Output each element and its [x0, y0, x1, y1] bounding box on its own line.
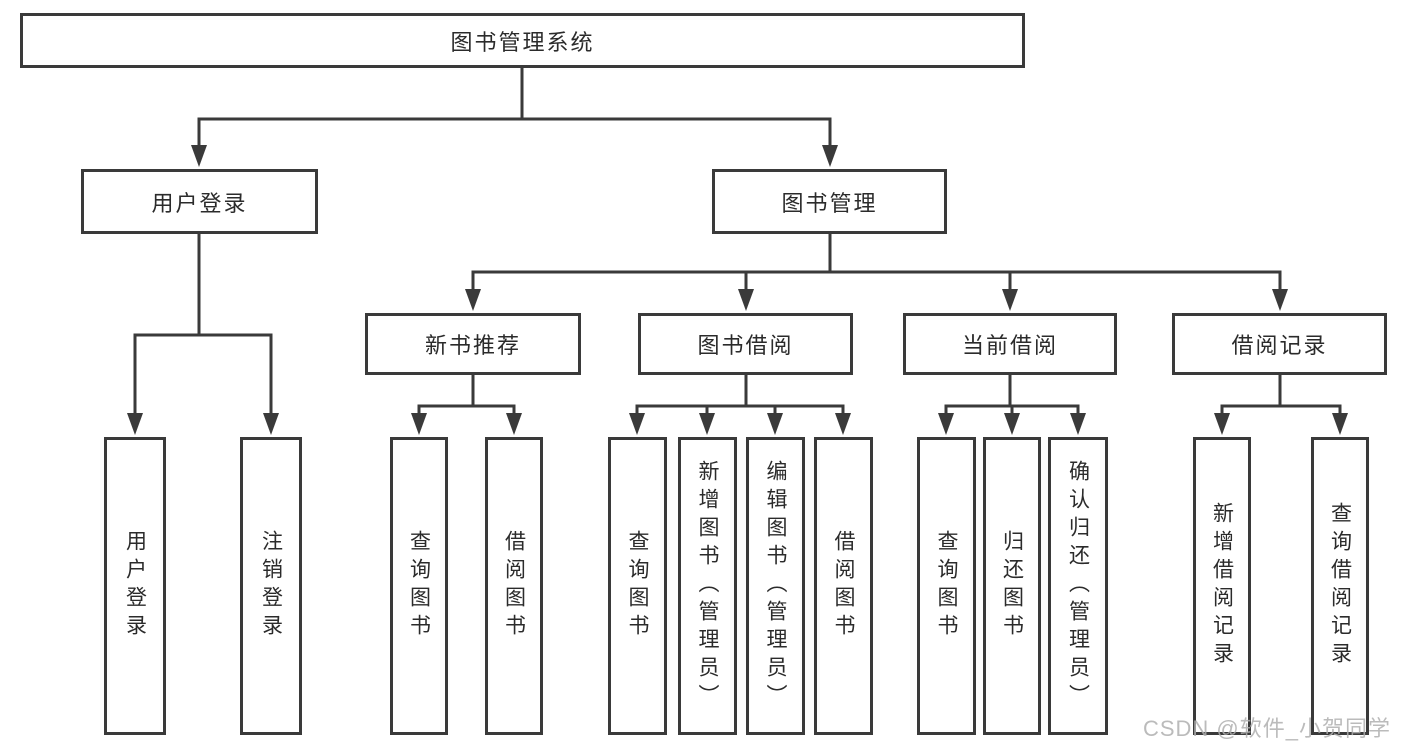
leaf-borrow-books-recommend: 借阅图书 — [485, 437, 543, 735]
leaf-confirm-return-admin-label: 确认归还（管理员） — [1066, 460, 1090, 712]
leaf-query-borrow-record: 查询借阅记录 — [1311, 437, 1369, 735]
leaf-query-books-recommend: 查询图书 — [390, 437, 448, 735]
leaf-add-books-admin-label: 新增图书（管理员） — [696, 460, 719, 712]
leaf-logout-label: 注销登录 — [259, 530, 283, 642]
node-new-book-recommend: 新书推荐 — [365, 313, 581, 375]
leaf-user-login: 用户登录 — [104, 437, 166, 735]
leaf-add-borrow-record: 新增借阅记录 — [1193, 437, 1251, 735]
leaf-add-books-admin: 新增图书（管理员） — [678, 437, 737, 735]
leaf-return-books-label: 归还图书 — [1000, 530, 1024, 642]
leaf-add-borrow-record-label: 新增借阅记录 — [1210, 502, 1234, 670]
node-user-login: 用户登录 — [81, 169, 318, 234]
node-borrowing-records: 借阅记录 — [1172, 313, 1387, 375]
node-current-borrowing: 当前借阅 — [903, 313, 1117, 375]
leaf-confirm-return-admin: 确认归还（管理员） — [1048, 437, 1108, 735]
leaf-borrow-books-label: 借阅图书 — [832, 530, 855, 642]
leaf-return-books: 归还图书 — [983, 437, 1041, 735]
leaf-logout: 注销登录 — [240, 437, 302, 735]
node-book-borrowing: 图书借阅 — [638, 313, 853, 375]
node-root-system: 图书管理系统 — [20, 13, 1025, 68]
leaf-edit-books-admin-label: 编辑图书（管理员） — [764, 460, 787, 712]
csdn-watermark: CSDN @软件_小贺同学 — [1142, 716, 1391, 741]
leaf-user-login-label: 用户登录 — [123, 530, 147, 642]
leaf-borrow-books-recommend-label: 借阅图书 — [502, 530, 526, 642]
leaf-query-books-borrowing-label: 查询图书 — [626, 530, 649, 642]
leaf-query-books-borrowing: 查询图书 — [608, 437, 667, 735]
leaf-query-books-recommend-label: 查询图书 — [407, 530, 431, 642]
leaf-borrow-books: 借阅图书 — [814, 437, 873, 735]
leaf-query-books-current: 查询图书 — [917, 437, 976, 735]
node-book-management: 图书管理 — [712, 169, 947, 234]
leaf-edit-books-admin: 编辑图书（管理员） — [746, 437, 805, 735]
leaf-query-books-current-label: 查询图书 — [935, 530, 958, 642]
leaf-query-borrow-record-label: 查询借阅记录 — [1328, 502, 1352, 670]
